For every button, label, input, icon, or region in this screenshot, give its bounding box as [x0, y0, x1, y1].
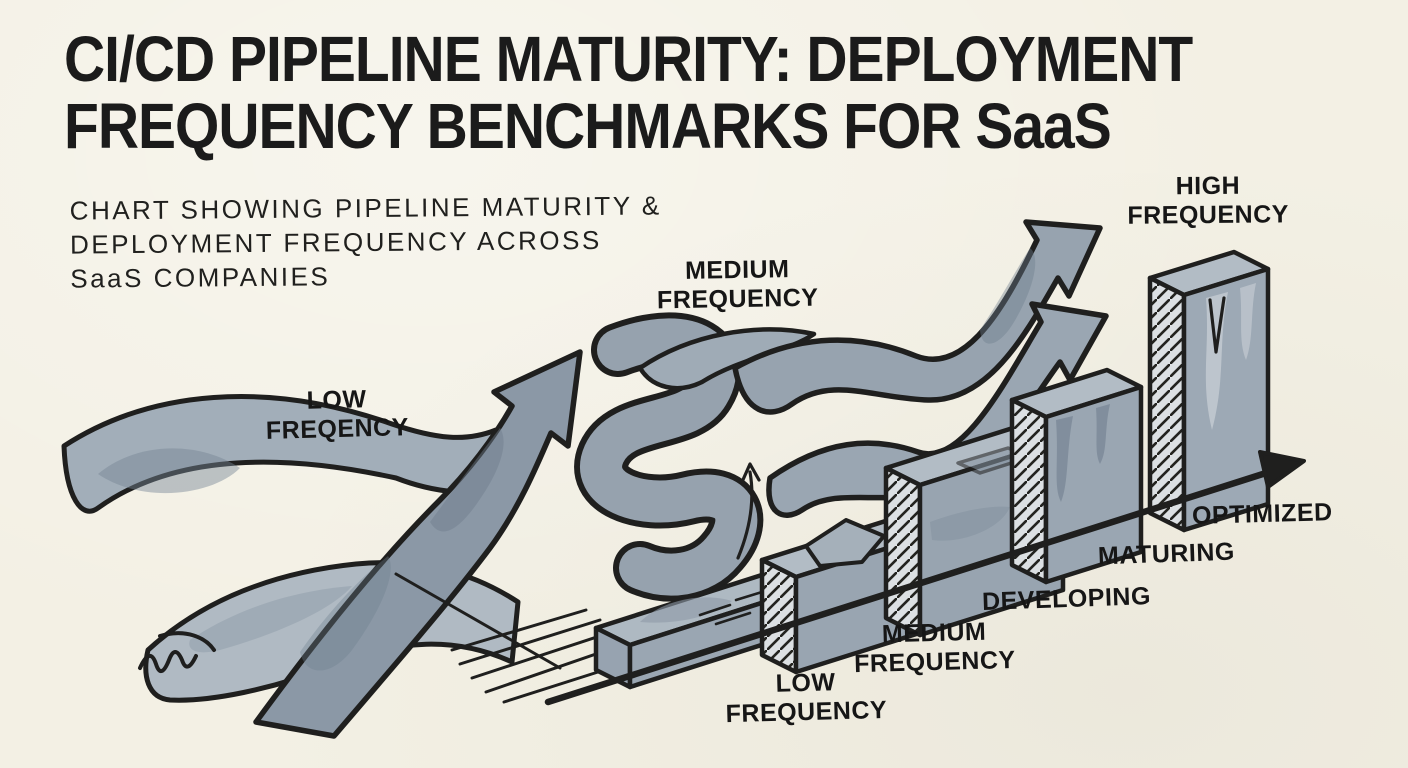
subtitle-line-1: CHART SHOWING PIPELINE MATURITY &	[69, 190, 662, 226]
subtitle-line-2: DEPLOYMENT FREQUENCY ACROSS	[69, 224, 602, 260]
small-up-arrow	[736, 462, 761, 560]
axis-label-developing: DEVELOPING	[981, 582, 1152, 616]
bar-optimized	[1147, 249, 1271, 533]
axis-label-medium-frequency: MEDIUM FREQUENCY	[851, 617, 1017, 678]
axis-label-maturing: MATURING	[1097, 537, 1236, 571]
axis-low-line2: FREQUENCY	[725, 695, 888, 728]
label-medium-line1: MEDIUM	[684, 255, 790, 285]
label-medium-frequency-flow: MEDIUM FREQUENCY	[640, 254, 836, 314]
title-line-2: FREQUENCY BENCHMARKS FOR SaaS	[64, 91, 1112, 164]
axis-medium-line1: MEDIUM	[881, 617, 987, 649]
label-high-frequency-flow: HIGH FREQUENCY	[1118, 171, 1298, 230]
label-high-line1: HIGH	[1175, 171, 1241, 201]
label-low-line1: LOW	[306, 385, 367, 415]
label-low-line2: FREQENCY	[265, 412, 410, 445]
page-subtitle: CHART SHOWING PIPELINE MATURITY & DEPLOY…	[70, 189, 663, 296]
label-medium-line2: FREQUENCY	[656, 283, 819, 314]
label-low-frequency-flow: LOW FREQENCY	[251, 384, 422, 445]
medium-to-high-lower-arrow	[766, 301, 1109, 518]
axis-medium-line2: FREQUENCY	[853, 645, 1016, 678]
title-line-1: CI/CD PIPELINE MATURITY: DEPLOYMENT	[64, 23, 1193, 96]
low-frequency-main-arrow	[253, 349, 583, 739]
page-title: CI/CD PIPELINE MATURITY: DEPLOYMENT FREQ…	[64, 23, 1193, 164]
axis-label-optimized: OPTIMIZED	[1191, 498, 1333, 530]
label-high-line2: FREQUENCY	[1127, 199, 1289, 230]
arrow-tail-scribble	[138, 631, 216, 673]
maturity-axis-arrow	[544, 450, 1306, 706]
subtitle-line-3: SaaS COMPANIES	[70, 260, 331, 294]
